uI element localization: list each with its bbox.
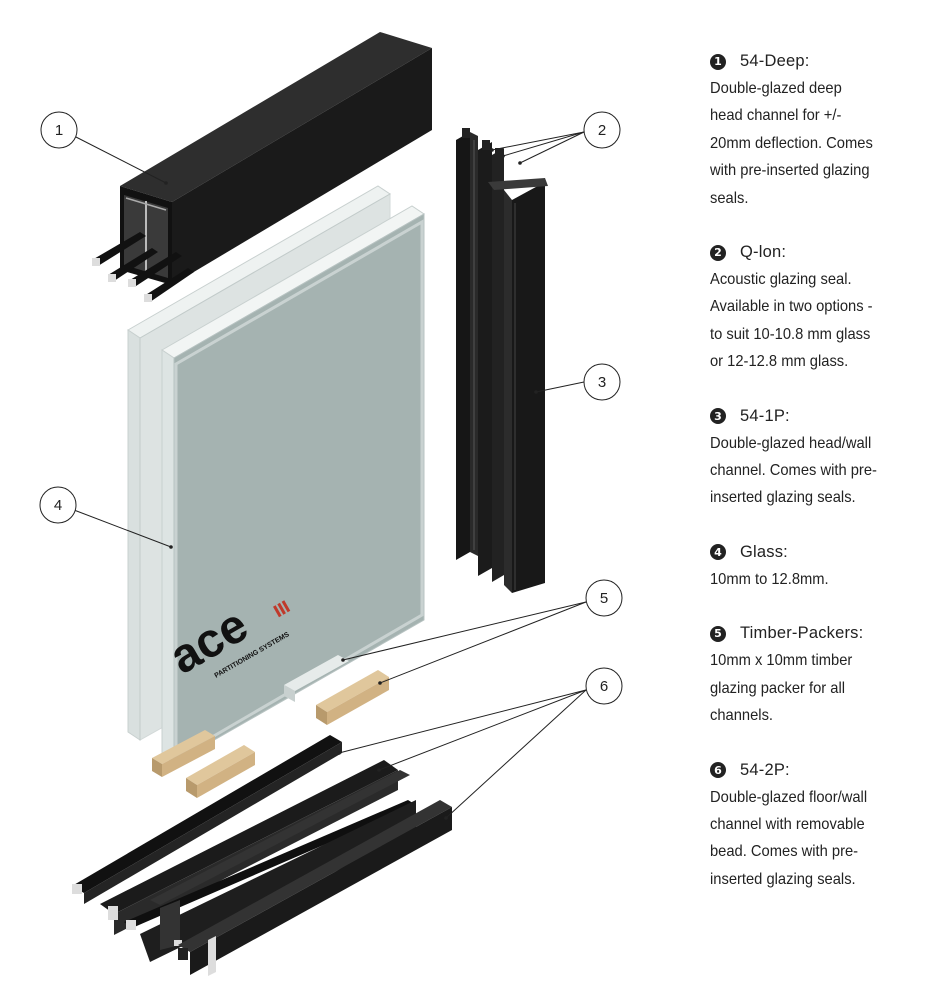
double-glass-panels: ace PARTITIONING SYSTEMS [127,185,425,764]
callout-4: 4 [39,486,77,524]
callout-5: 5 [585,579,623,617]
legend-entry-2: 2 Q-lon: Acoustic glazing seal.Available … [710,239,920,376]
leader-dots [164,148,538,820]
number-badge-icon: 1 [710,53,726,70]
leader-lines [73,131,587,819]
legend-description: 10mm to 12.8mm. [710,570,829,588]
svg-text:4: 4 [54,497,62,514]
wall-channel-54-1p [456,128,548,593]
logo-mark [272,600,291,618]
callout-6: 6 [585,667,623,705]
legend-title: Timber-Packers: [740,624,864,643]
svg-text:6: 6 [600,678,608,695]
callout-2: 2 [583,111,621,149]
timber-packers [152,655,389,798]
legend-title: Glass: [740,542,788,561]
legend-entry-4: 4 Glass: 10mm to 12.8mm. [710,539,920,593]
number-badge-icon: 5 [710,625,726,642]
head-channel-54-deep [92,32,432,302]
legend-title: 54-1P: [740,406,790,425]
svg-text:2: 2 [598,122,606,139]
legend-title: 54-2P: [740,760,790,779]
legend-description: Acoustic glazing seal.Available in two o… [710,271,873,371]
legend-title: Q-lon: [740,243,787,262]
number-badge-icon: 2 [710,244,726,261]
callout-3: 3 [583,363,621,401]
number-badge-icon: 3 [710,408,726,425]
legend-title: 54-Deep: [740,52,810,70]
number-badge-icon: 6 [710,762,726,778]
callout-1: 1 [40,111,78,149]
svg-text:3: 3 [598,374,606,391]
svg-text:1: 1 [55,122,63,139]
svg-text:5: 5 [600,590,608,607]
number-badge-icon: 4 [710,544,726,561]
exploded-assembly-diagram: ace PARTITIONING SYSTEMS [39,32,623,976]
floor-channel-54-2p [72,735,452,976]
